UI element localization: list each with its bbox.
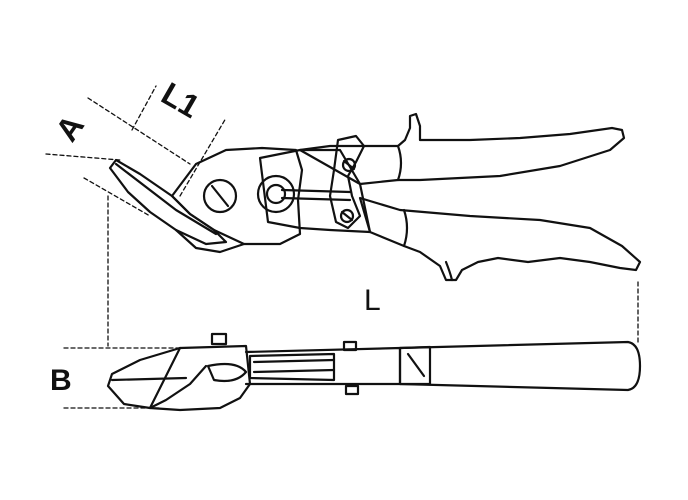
dimension-label-l: L (364, 284, 381, 317)
dimension-label-b: B (50, 364, 72, 397)
plan-view (106, 332, 642, 412)
lower-blade (174, 228, 246, 254)
dimension-lines (45, 85, 639, 409)
linkage-body (258, 148, 372, 234)
plan-shaft-lines (252, 358, 336, 374)
plan-head-pivot (206, 362, 248, 383)
a-extension-top (45, 153, 121, 161)
lower-grip-line (402, 208, 409, 248)
plan-nut-1 (210, 332, 228, 346)
lever-plate (328, 134, 366, 230)
plan-nut-2 (342, 340, 358, 352)
pivot-bolt (202, 178, 238, 214)
lower-rivet (339, 208, 355, 224)
l1-extension-right (179, 117, 227, 197)
lower-rivet-slot (340, 210, 354, 222)
lower-handle (358, 196, 642, 282)
plan-handle-collar (398, 345, 432, 386)
blade-edge (114, 162, 218, 236)
pivot-bolt-slot (210, 184, 230, 208)
upper-grip-line (396, 144, 403, 182)
upper-handle (298, 112, 626, 186)
upper-rivet (341, 157, 357, 173)
upper-rivet-slot (342, 159, 356, 171)
l1-extension-left (87, 97, 191, 165)
plan-nut-3 (344, 384, 360, 396)
linkage-bar (280, 188, 352, 202)
secondary-pivot-ring (256, 174, 296, 214)
upper-blade (108, 158, 228, 246)
secondary-pivot-hole (265, 183, 287, 205)
a-extension-bottom (83, 177, 151, 217)
l1-dim-line (131, 85, 157, 131)
plan-handle (398, 340, 642, 392)
lower-finger-hook (444, 260, 454, 282)
plan-blade-edge (110, 376, 188, 382)
side-view (108, 112, 642, 282)
plan-blade (106, 346, 208, 410)
plan-collar-slot (406, 352, 426, 378)
plan-shaft (244, 346, 402, 386)
plan-shaft-channel (248, 352, 336, 382)
